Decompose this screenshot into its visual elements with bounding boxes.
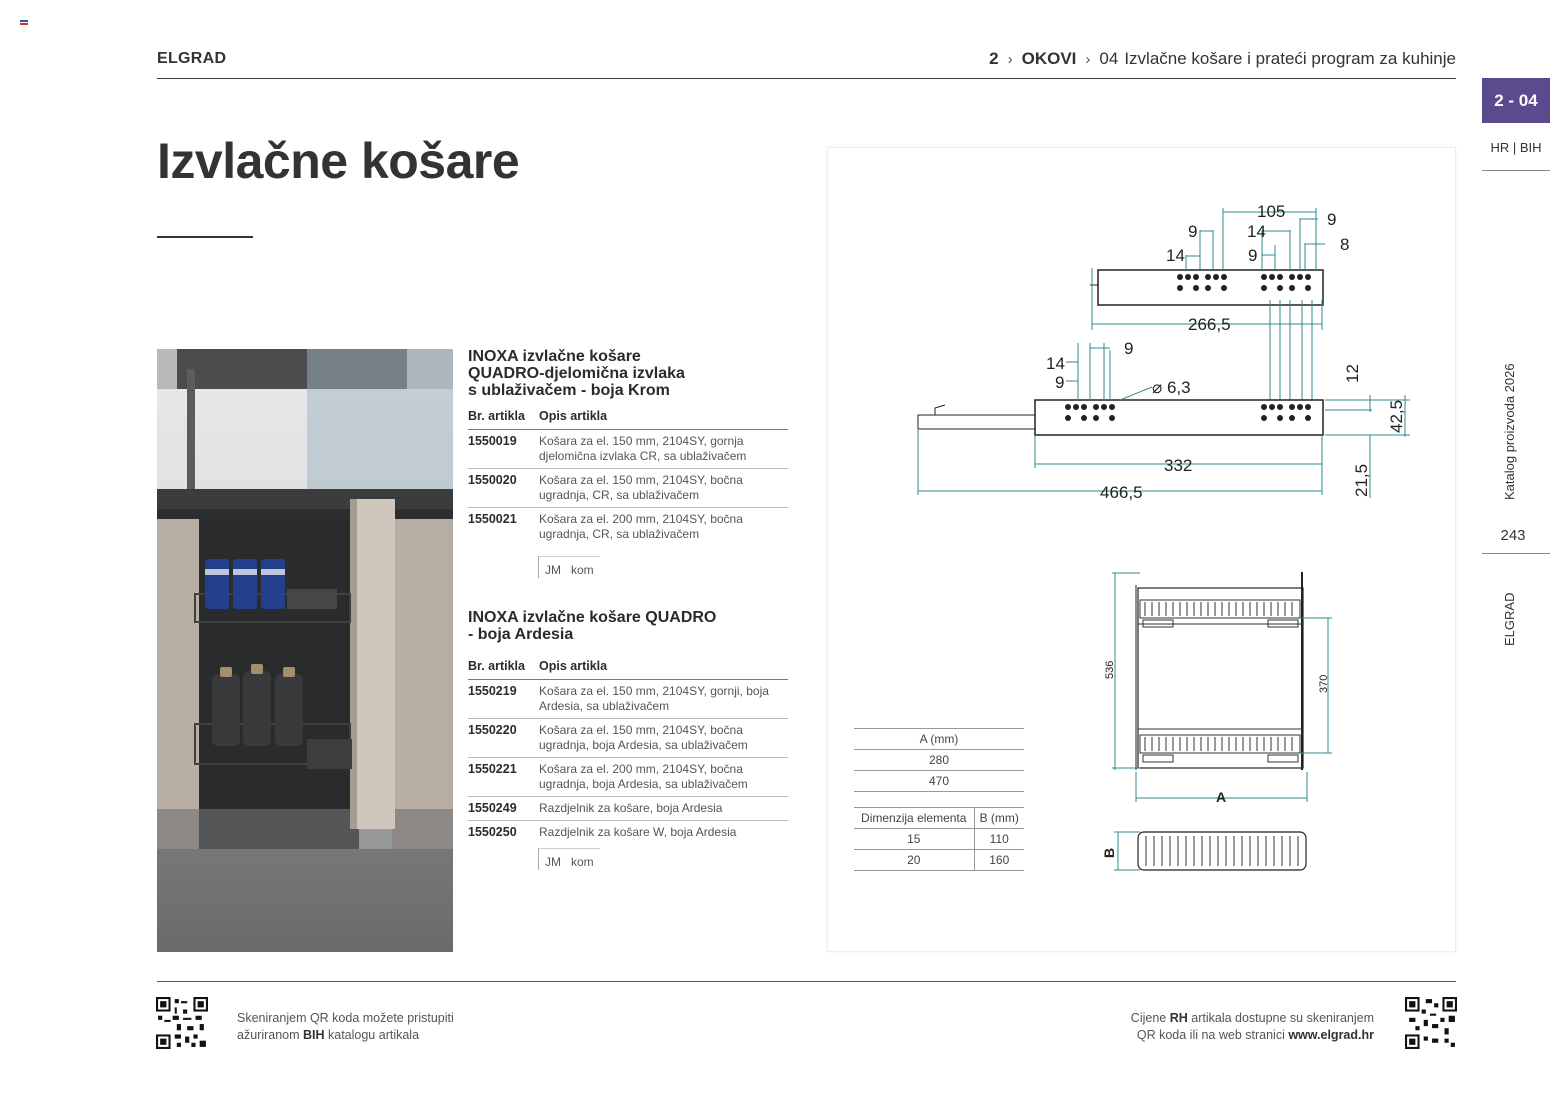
table-b-cell: 20 <box>854 849 975 871</box>
catalog-label: Katalog proizvoda 2026 <box>1502 363 1517 500</box>
unit-label: JM <box>545 563 561 577</box>
article-code: 1550019 <box>468 429 539 469</box>
table-row: 1550219 Košara za el. 150 mm, 2104SY, go… <box>468 679 788 719</box>
page-number: 243 <box>1500 527 1526 544</box>
dimension-table-a: A (mm) 280 470 <box>854 728 1024 792</box>
section1-title-line: QUADRO-djelomična izvlaka <box>468 365 685 382</box>
side-brand: ELGRAD <box>1502 592 1517 646</box>
page-header: ELGRAD 2 › OKOVI › 04 Izvlačne košare i … <box>157 48 1456 79</box>
table-b-cell: 15 <box>854 828 975 850</box>
section1-title: INOXA izvlačne košare QUADRO-djelomična … <box>468 348 685 399</box>
breadcrumb-section-num: 04 <box>1099 49 1119 68</box>
qr-code-icon[interactable] <box>1405 997 1457 1049</box>
unit-value: kom <box>571 855 594 869</box>
table-row: 1550019 Košara za el. 150 mm, 2104SY, go… <box>468 429 788 469</box>
article-code: 1550250 <box>468 825 517 839</box>
page-title: Izvlačne košare <box>157 133 520 189</box>
col-desc-header: Opis artikla <box>539 655 788 680</box>
section2-title-line: - boja Ardesia <box>468 626 574 643</box>
table-row: 1550250 Razdjelnik za košare W, boja Ard… <box>468 821 788 845</box>
table-header: Br. artikla Opis artikla <box>468 655 788 680</box>
footer-right-line1: Cijene RH artikala dostupne su skeniranj… <box>1130 1011 1374 1025</box>
breadcrumb-chapter-num: 2 <box>989 49 999 68</box>
flag-icon <box>20 20 28 26</box>
article-desc: Košara za el. 150 mm, 2104SY, gornji, bo… <box>539 679 788 719</box>
article-desc: Košara za el. 200 mm, 2104SY, bočna ugra… <box>539 757 788 797</box>
article-desc: Košara za el. 200 mm, 2104SY, bočna ugra… <box>539 512 743 541</box>
section1-title-line: s ublaživačem - boja Krom <box>468 382 670 399</box>
col-code-header: Br. artikla <box>468 655 539 680</box>
article-desc: Košara za el. 150 mm, 2104SY, gornja dje… <box>539 429 788 469</box>
footer-left-line2: ažuriranom BIH katalogu artikala <box>237 1028 420 1042</box>
table-b-cell: 110 <box>974 828 1024 850</box>
article-code: 1550249 <box>468 796 539 821</box>
footer-divider <box>157 981 1456 982</box>
side-divider <box>1482 170 1550 171</box>
unit-box: JM kom <box>538 848 600 870</box>
chevron-right-icon: › <box>1007 50 1013 68</box>
technical-drawing-panel <box>827 147 1456 952</box>
title-underline <box>157 236 253 238</box>
table-header: Br. artikla Opis artikla <box>468 405 788 430</box>
product-photo <box>157 349 453 952</box>
table-a-value: 470 <box>854 770 1024 792</box>
dimension-table-b: Dimenzija elementa B (mm) 15 110 20 160 <box>854 807 1024 871</box>
footer-right-text: Cijene RH artikala dostupne su skeniranj… <box>1131 1010 1374 1044</box>
footer-left-line1: Skeniranjem QR koda možete pristupiti <box>237 1011 454 1025</box>
table-row: 1550220 Košara za el. 150 mm, 2104SY, bo… <box>468 718 788 758</box>
table-a-header: A (mm) <box>854 728 1024 750</box>
article-desc: Razdjelnik za košare W, boja Ardesia <box>539 825 737 839</box>
section-tab: 2 - 04 <box>1482 78 1550 123</box>
article-desc: Razdjelnik za košare, boja Ardesia <box>539 796 788 821</box>
table-b-cell: 160 <box>974 849 1024 871</box>
unit-label: JM <box>545 855 561 869</box>
article-code: 1550220 <box>468 718 539 758</box>
section1-article-table: Br. artikla Opis artikla 1550019 Košara … <box>468 405 788 546</box>
language-label: HR | BIH <box>1490 140 1542 155</box>
col-code-header: Br. artikla <box>468 405 539 430</box>
col-desc-header: Opis artikla <box>539 405 788 430</box>
website-link[interactable]: www.elgrad.hr <box>1288 1028 1374 1042</box>
article-desc: Košara za el. 150 mm, 2104SY, bočna ugra… <box>539 468 788 508</box>
section2-title: INOXA izvlačne košare QUADRO - boja Arde… <box>468 609 716 643</box>
breadcrumb-chapter[interactable]: OKOVI <box>1021 49 1077 68</box>
article-desc: Košara za el. 150 mm, 2104SY, bočna ugra… <box>539 718 788 758</box>
article-code: 1550221 <box>468 757 539 797</box>
table-b-col2: B (mm) <box>974 807 1024 829</box>
section1-title-line: INOXA izvlačne košare <box>468 348 641 365</box>
table-row: 1550249 Razdjelnik za košare, boja Ardes… <box>468 796 788 821</box>
table-row: 1550221 Košara za el. 200 mm, 2104SY, bo… <box>468 757 788 797</box>
section2-article-table: Br. artikla Opis artikla 1550219 Košara … <box>468 655 788 844</box>
article-code: 1550021 <box>468 512 517 526</box>
qr-code-icon[interactable] <box>156 997 208 1049</box>
breadcrumb-section[interactable]: Izvlačne košare i prateći program za kuh… <box>1124 49 1456 68</box>
unit-box: JM kom <box>538 556 600 578</box>
article-code: 1550219 <box>468 679 539 719</box>
section2-title-line: INOXA izvlačne košare QUADRO <box>468 609 717 626</box>
footer-right-line2: QR koda ili na web stranici www.elgrad.h… <box>1136 1028 1374 1042</box>
breadcrumb: 2 › OKOVI › 04 Izvlačne košare i prateći… <box>989 49 1456 69</box>
table-row: 1550021 Košara za el. 200 mm, 2104SY, bo… <box>468 508 788 547</box>
table-a-value: 280 <box>854 749 1024 771</box>
table-row: 1550020 Košara za el. 150 mm, 2104SY, bo… <box>468 468 788 508</box>
article-code: 1550020 <box>468 468 539 508</box>
table-b-col1: Dimenzija elementa <box>854 807 975 829</box>
chevron-right-icon: › <box>1085 50 1091 68</box>
unit-value: kom <box>571 563 594 577</box>
side-divider <box>1482 553 1550 554</box>
brand-name: ELGRAD <box>157 50 227 67</box>
footer-left-text: Skeniranjem QR koda možete pristupiti až… <box>237 1010 454 1044</box>
